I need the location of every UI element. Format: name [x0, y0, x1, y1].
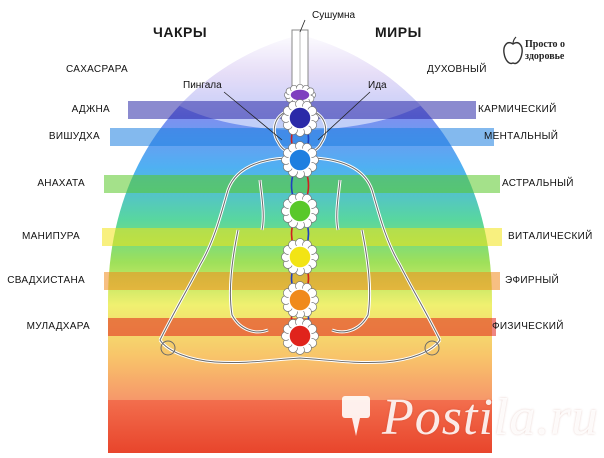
- world-label: ДУХОВНЫЙ: [427, 64, 487, 75]
- chakra-wheel: [281, 141, 319, 179]
- pin-icon: [342, 396, 370, 436]
- world-label: АСТРАЛЬНЫЙ: [502, 178, 574, 189]
- orb-bottom: [108, 400, 492, 453]
- chakra-label: АДЖНА: [71, 104, 110, 115]
- worlds-header: МИРЫ: [375, 24, 422, 40]
- chakras-header: ЧАКРЫ: [153, 24, 208, 40]
- chakra-wheel: [284, 83, 316, 107]
- chakra-label: МУЛАДХАРА: [26, 321, 90, 332]
- apple-icon: [503, 36, 523, 65]
- chakra-label: САХАСРАРА: [65, 64, 128, 75]
- world-label: ФИЗИЧЕСКИЙ: [492, 321, 564, 332]
- chakra-wheel: [281, 317, 319, 355]
- figure-outline: [159, 109, 441, 364]
- sushumna-label: Сушумна: [312, 10, 356, 21]
- chakra-wheels: [281, 83, 319, 355]
- world-label: КАРМИЧЕСКИЙ: [478, 104, 557, 115]
- world-label: ЭФИРНЫЙ: [505, 275, 560, 286]
- world-label: ВИТАЛИЧЕСКИЙ: [508, 231, 593, 242]
- pingala-label: Пингала: [183, 80, 222, 91]
- chakra-wheel: [281, 281, 319, 319]
- chakra-label: ВИШУДХА: [48, 131, 100, 142]
- site-logo: Просто о здоровье: [503, 36, 595, 70]
- world-label: МЕНТАЛЬНЫЙ: [484, 131, 559, 142]
- chakra-label: СВАДХИСТАНА: [7, 275, 85, 286]
- pointer-lines: [223, 19, 371, 141]
- chakra-wheel: [281, 192, 319, 230]
- logo-line-1: Просто о: [525, 39, 566, 50]
- chakra-wheel: [281, 238, 319, 276]
- chakra-label: АНАХАТА: [37, 178, 85, 189]
- watermark-text: Postila.ru: [382, 389, 599, 446]
- chakra-label: МАНИПУРА: [21, 231, 80, 242]
- ida-label: Ида: [368, 80, 387, 91]
- chakra-wheel: [281, 99, 319, 137]
- logo-line-2: здоровье: [525, 51, 565, 62]
